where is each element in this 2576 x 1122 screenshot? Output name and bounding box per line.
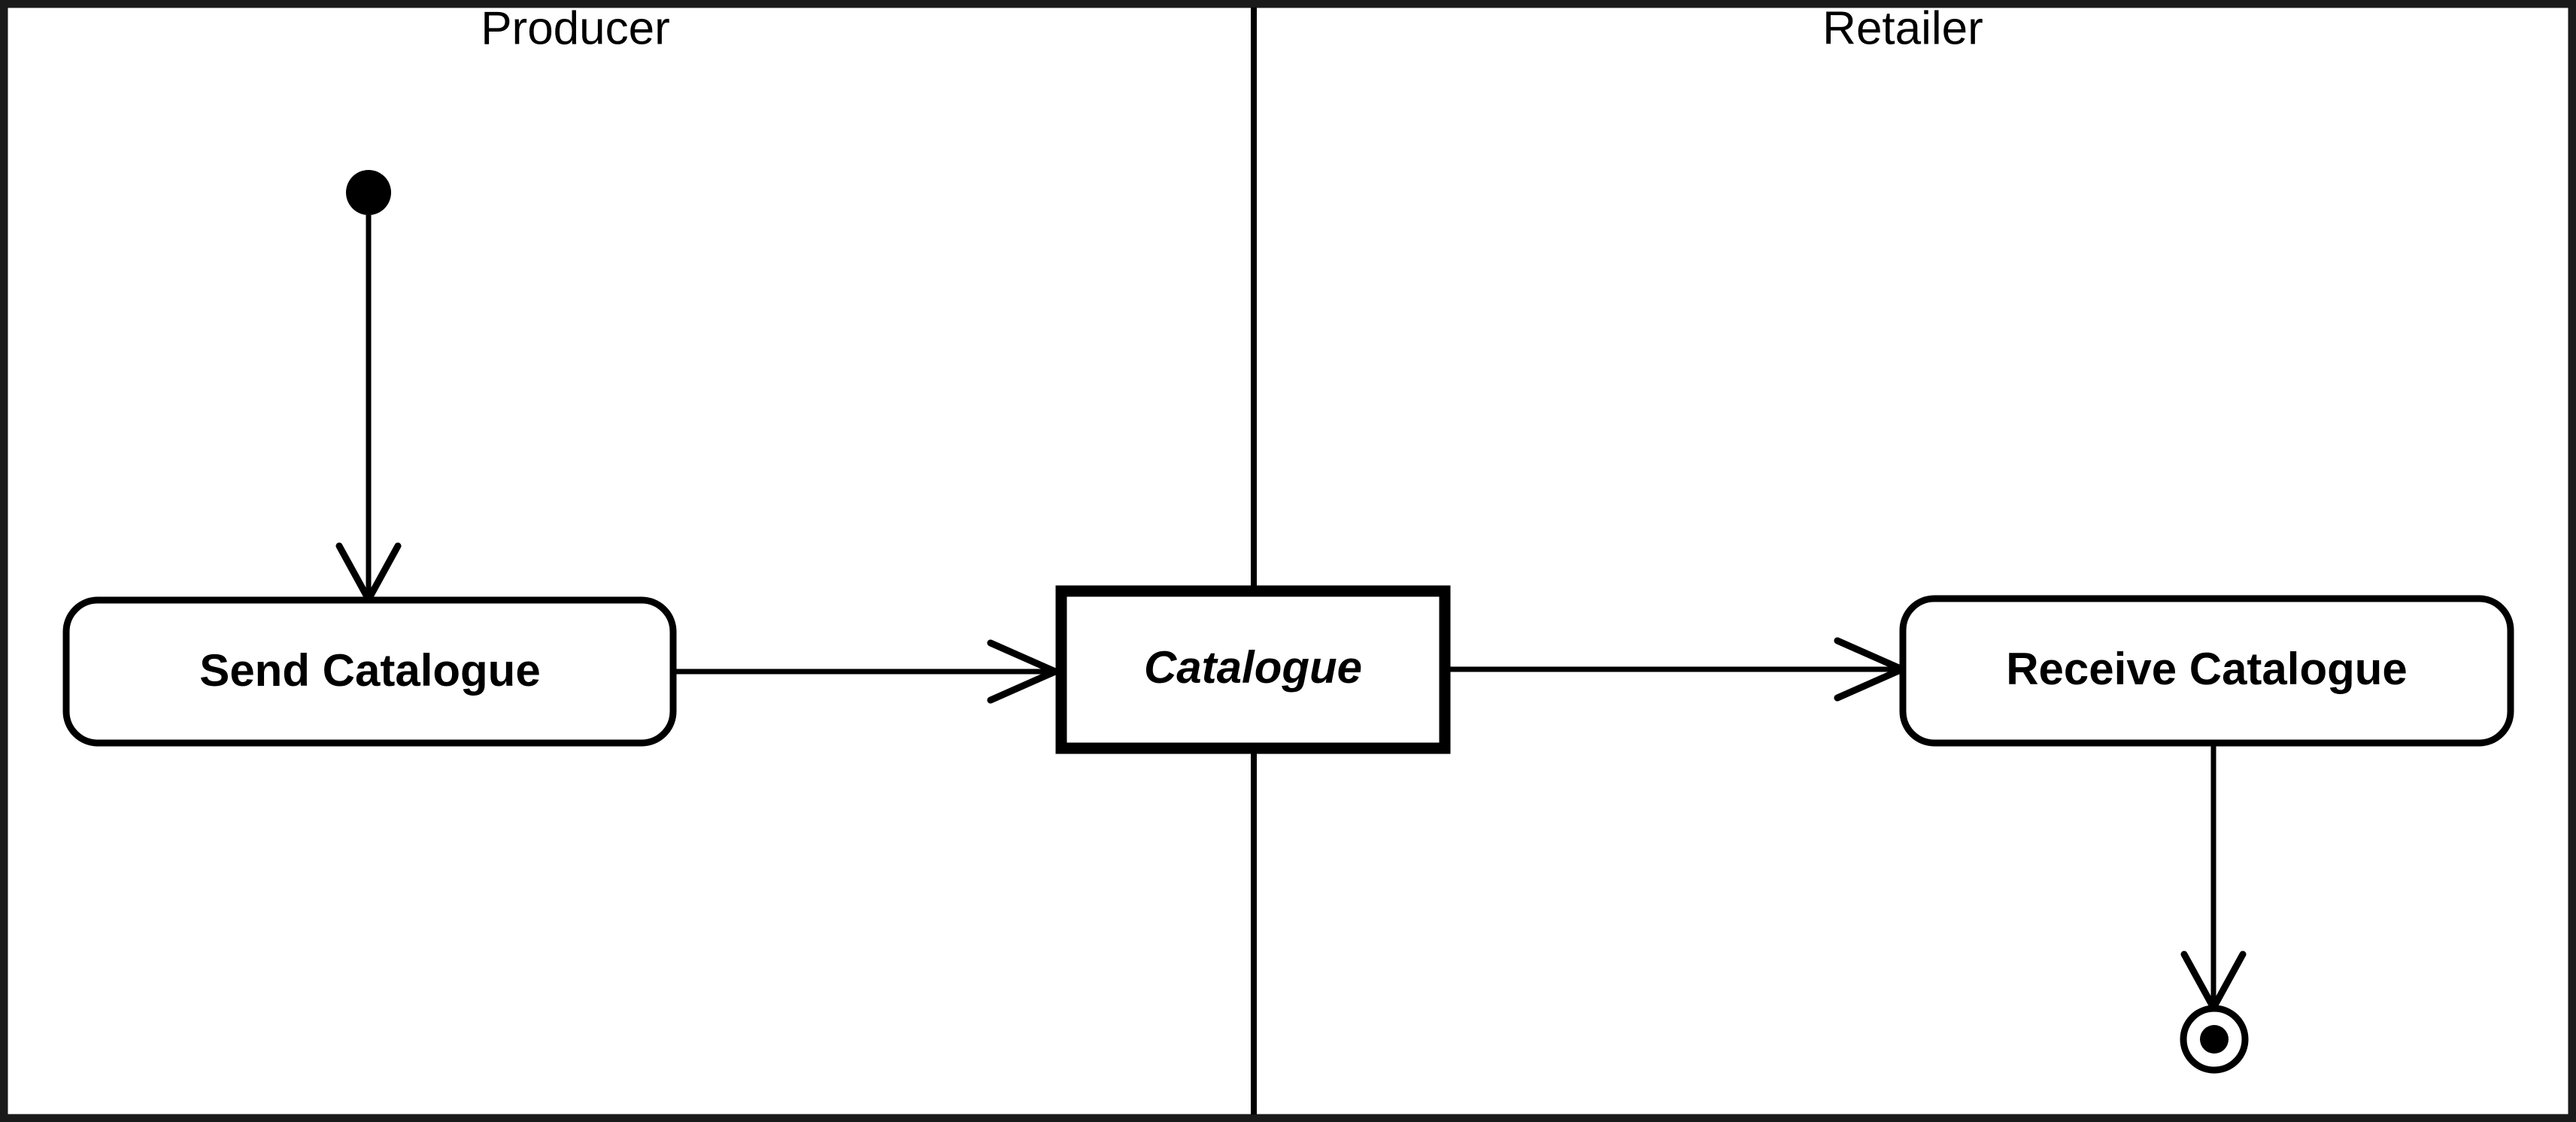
action-label-receive-catalogue: Receive Catalogue xyxy=(2006,644,2408,694)
final-node[interactable] xyxy=(2180,1005,2249,1074)
swimlane-title-producer: Producer xyxy=(481,2,670,54)
flow-send-catalogue-to-catalogue-object[interactable] xyxy=(673,639,1064,704)
object-label-catalogue: Catalogue xyxy=(1144,642,1362,693)
swimlane-title-retailer: Retailer xyxy=(1822,2,1983,54)
object-node-catalogue[interactable]: Catalogue xyxy=(1055,585,1451,754)
initial-node[interactable] xyxy=(346,170,391,215)
action-label-send-catalogue: Send Catalogue xyxy=(199,645,540,696)
action-node-receive-catalogue[interactable]: Receive Catalogue xyxy=(1899,595,2514,747)
action-node-send-catalogue[interactable]: Send Catalogue xyxy=(62,596,677,747)
